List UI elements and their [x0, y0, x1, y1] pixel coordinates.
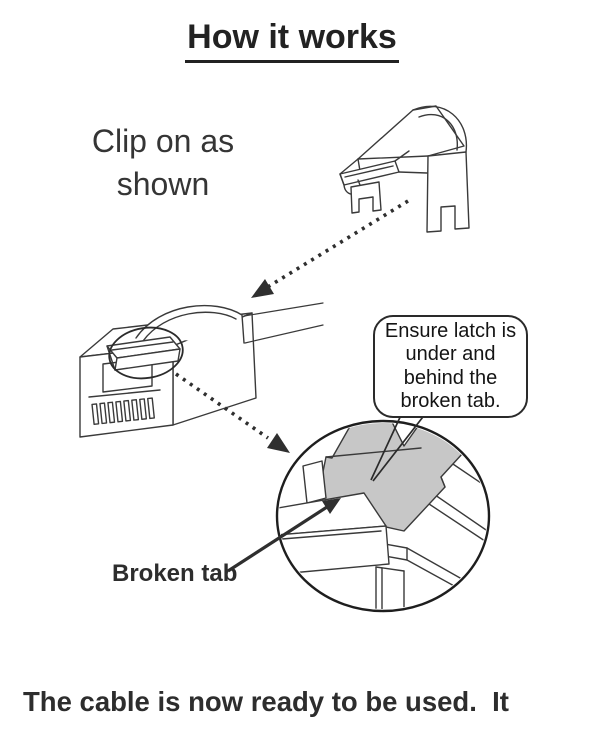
latch-clip-drawing — [339, 105, 470, 233]
clip-on-instruction: Clip on as shown — [62, 120, 264, 206]
footer-text: The cable is now ready to be used. It wi… — [23, 618, 529, 749]
plug-pins — [91, 397, 155, 425]
instruction-line: Clip on as — [91, 123, 235, 159]
instruction-line: shown — [116, 166, 210, 202]
dotted-arrow-plug-to-detail — [174, 372, 290, 453]
callout-line: Ensure latch is — [384, 319, 517, 342]
dotted-arrow-clip-to-plug — [251, 199, 409, 298]
callout-tail — [370, 412, 427, 482]
latch-under-broken-tab-detail — [275, 419, 491, 613]
latch-highlight-ellipse — [108, 326, 184, 380]
callout-line: under and — [405, 343, 496, 365]
rj45-plug-with-clip-drawing — [79, 302, 324, 438]
footer-line: The cable is now ready to be used. It — [23, 686, 509, 717]
callout-line: broken tab. — [400, 390, 501, 412]
callout-line: behind the — [403, 366, 498, 389]
broken-tab-pointer-arrow — [227, 498, 341, 573]
broken-tab-label: Broken tab — [112, 560, 238, 587]
page-title: How it works — [0, 18, 600, 63]
callout-bubble: Ensure latch is under and behind the bro… — [373, 315, 528, 418]
